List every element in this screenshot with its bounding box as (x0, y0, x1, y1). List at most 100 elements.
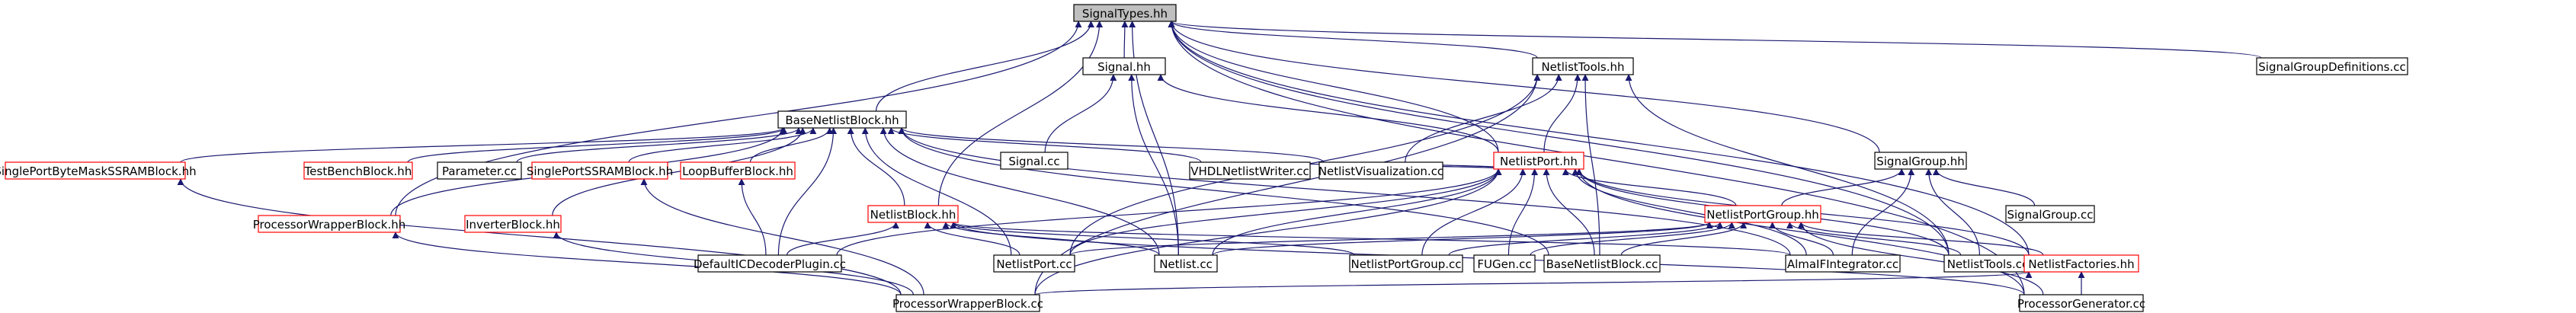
node-box (2005, 205, 2095, 223)
node-label: SinglePortByteMaskSSRAMBlock.hh (0, 164, 197, 178)
node-loopbufferblock-hh[interactable]: LoopBufferBlock.hh (680, 161, 796, 180)
node-signal-hh[interactable]: Signal.hh (1082, 57, 1166, 75)
node-netlistblock-hh[interactable]: NetlistBlock.hh (867, 205, 959, 223)
node-parameter-cc[interactable]: Parameter.cc (437, 161, 522, 180)
node-testbenchblock-hh[interactable]: TestBenchBlock.hh (303, 161, 413, 180)
node-label: NetlistPort.cc (996, 257, 1072, 271)
node-netlistport-hh[interactable]: NetlistPort.hh (1493, 152, 1584, 170)
node-signalgroup-hh[interactable]: SignalGroup.hh (1874, 152, 1967, 170)
edge-processorwrapperblock-cc-includes-netlistfactories-hh (1034, 271, 2032, 295)
node-box (1000, 152, 1069, 170)
node-singleportbytemaskssramblock-hh[interactable]: SinglePortByteMaskSSRAMBlock.hh (0, 161, 197, 180)
node-processorwrapperblock-hh[interactable]: ProcessorWrapperBlock.hh (253, 215, 406, 233)
node-box (1318, 161, 1443, 180)
node-box (896, 294, 1040, 312)
edge-signal-hh-includes-signaltypes-hh (1121, 21, 1129, 59)
edge-fugen-cc-includes-netlistportgroup-hh (1530, 222, 1735, 256)
edge-netlistportgroup-hh-includes-signalgroup-hh (1781, 168, 1905, 206)
node-label: SinglePortSSRAMBlock.hh (527, 164, 673, 178)
node-netlistportgroup-cc[interactable]: NetlistPortGroup.cc (1349, 254, 1463, 273)
node-processorgenerator-cc[interactable]: ProcessorGenerator.cc (2017, 294, 2145, 312)
edge-netlist-cc-includes-netlistportgroup-hh (1212, 222, 1713, 256)
edge-signalgroup-hh-includes-signaltypes-hh (1168, 21, 1880, 153)
node-box (1493, 152, 1584, 170)
node-singleportssramblock-hh[interactable]: SinglePortSSRAMBlock.hh (527, 161, 673, 180)
node-box (2256, 57, 2408, 75)
node-label: BaseNetlistBlock.cc (1546, 257, 1658, 271)
node-vhdlnetlistwriter-cc[interactable]: VHDLNetlistWriter.cc (1189, 161, 1311, 180)
edge-processorgenerator-cc-includes-signaltypes-hh (1168, 21, 2025, 295)
node-box (867, 205, 959, 223)
node-box (777, 110, 907, 129)
node-label: DefaultICDecoderPlugin.cc (694, 257, 846, 271)
edge-processorwrapperblock-cc-includes-netlisttools-hh (1034, 74, 1541, 295)
edge-signalgroupdefinitions-cc-includes-signaltypes-hh (1168, 21, 2262, 59)
node-label: ProcessorWrapperBlock.cc (892, 297, 1043, 311)
node-label: ProcessorWrapperBlock.hh (253, 218, 406, 232)
node-box (531, 161, 668, 180)
edge-defaulticdecoderplugin-cc-includes-basenetlistblock-hh (777, 127, 838, 256)
edge-basenetlistblock-cc-includes-netlistportgroup-hh (1620, 222, 1748, 256)
node-signalgroupdefinitions-cc[interactable]: SignalGroupDefinitions.cc (2256, 57, 2408, 75)
edge-netlistportgroup-cc-includes-netlistport-hh (1421, 168, 1527, 256)
edge-singleportbytemaskssramblock-hh-includes-basenetlistblock-hh (180, 127, 787, 163)
edge-basenetlistblock-hh-includes-signaltypes-hh (875, 21, 1094, 112)
node-signaltypes-hh[interactable]: SignalTypes.hh (1073, 4, 1177, 22)
node-almaifintegrator-cc[interactable]: AlmaIFIntegrator.cc (1785, 254, 1901, 273)
edge-parameter-cc-includes-basenetlistblock-hh (516, 127, 803, 163)
edge-netlist-cc-includes-netlistblock-hh (942, 222, 1160, 256)
node-netlistvisualization-cc[interactable]: NetlistVisualization.cc (1318, 161, 1443, 180)
edge-processorwrapperblock-cc-includes-singleportbytemaskssramblock-hh (177, 178, 902, 295)
edge-netlistport-cc-includes-netlistblock-hh (924, 222, 1020, 256)
node-netlistportgroup-hh[interactable]: NetlistPortGroup.hh (1704, 205, 1821, 223)
node-label: BaseNetlistBlock.hh (785, 113, 899, 127)
node-netlistfactories-hh[interactable]: NetlistFactories.hh (2023, 254, 2139, 273)
edge-processorgenerator-cc-includes-netlistportgroup-hh (1797, 222, 2044, 295)
node-label: NetlistPortGroup.cc (1350, 257, 1461, 271)
edge-netlisttools-cc-includes-signalgroup-hh (1925, 168, 1981, 256)
node-signalgroup-cc[interactable]: SignalGroup.cc (2005, 205, 2095, 223)
node-signal-cc[interactable]: Signal.cc (1000, 152, 1069, 170)
edge-almaifintegrator-cc-includes-netlistportgroup-hh (1769, 222, 1834, 256)
node-label: Netlist.cc (1159, 257, 1213, 271)
edge-netlisttools-hh-includes-signaltypes-hh (1168, 21, 1538, 59)
edge-defaulticdecoderplugin-cc-includes-netlistport-hh (836, 168, 1502, 256)
edge-netlist-cc-includes-netlistport-hh (1212, 168, 1502, 256)
edge-almaifintegrator-cc-includes-netlistport-hh (1572, 168, 1807, 256)
edge-netlistportgroup-hh-includes-netlistport-hh (1562, 168, 1737, 206)
node-box (1082, 57, 1166, 75)
node-box (1349, 254, 1463, 273)
edge-almaifintegrator-cc-includes-signalgroup-hh (1851, 168, 1915, 256)
edge-processorgenerator-cc-includes-netlistport-hh (1575, 168, 2025, 295)
edge-netlistport-hh-includes-signal-hh (1157, 74, 1499, 153)
node-basenetlistblock-cc[interactable]: BaseNetlistBlock.cc (1543, 254, 1661, 273)
edge-netlistport-hh-includes-signaltypes-hh (1168, 21, 1499, 153)
node-netlistport-cc[interactable]: NetlistPort.cc (993, 254, 1075, 273)
edge-netlistport-hh-includes-netlisttools-hh (1543, 74, 1581, 153)
edge-netlistportgroup-cc-includes-netlistportgroup-hh (1448, 222, 1724, 256)
node-basenetlistblock-hh[interactable]: BaseNetlistBlock.hh (777, 110, 907, 129)
node-label: NetlistTools.hh (1541, 60, 1624, 74)
node-defaulticdecoderplugin-cc[interactable]: DefaultICDecoderPlugin.cc (694, 254, 846, 273)
node-box (1073, 4, 1177, 22)
node-label: NetlistPortGroup.hh (1706, 208, 1819, 222)
node-inverterblock-hh[interactable]: InverterBlock.hh (464, 215, 562, 233)
edge-netlistvisualization-cc-includes-netlisttools-hh (1405, 74, 1562, 163)
node-box (1785, 254, 1901, 273)
node-box (1154, 254, 1218, 273)
node-label: NetlistPort.hh (1500, 155, 1578, 168)
edge-netlisttools-cc-includes-netlisttools-hh (1625, 74, 1950, 256)
node-box (2019, 294, 2144, 312)
node-label: NetlistFactories.hh (2028, 257, 2134, 271)
node-netlisttools-hh[interactable]: NetlistTools.hh (1532, 57, 1634, 75)
edge-netlistport-cc-includes-netlistport-hh (1069, 168, 1502, 256)
node-fugen-cc[interactable]: FUGen.cc (1473, 254, 1536, 273)
node-netlist-cc[interactable]: Netlist.cc (1154, 254, 1218, 273)
node-processorwrapperblock-cc[interactable]: ProcessorWrapperBlock.cc (892, 294, 1043, 312)
edge-defaulticdecoderplugin-cc-includes-netlistblock-hh (786, 222, 899, 256)
node-netlisttools-cc[interactable]: NetlistTools.cc (1943, 254, 2032, 273)
edges-layer (177, 21, 2262, 295)
node-box (680, 161, 796, 180)
